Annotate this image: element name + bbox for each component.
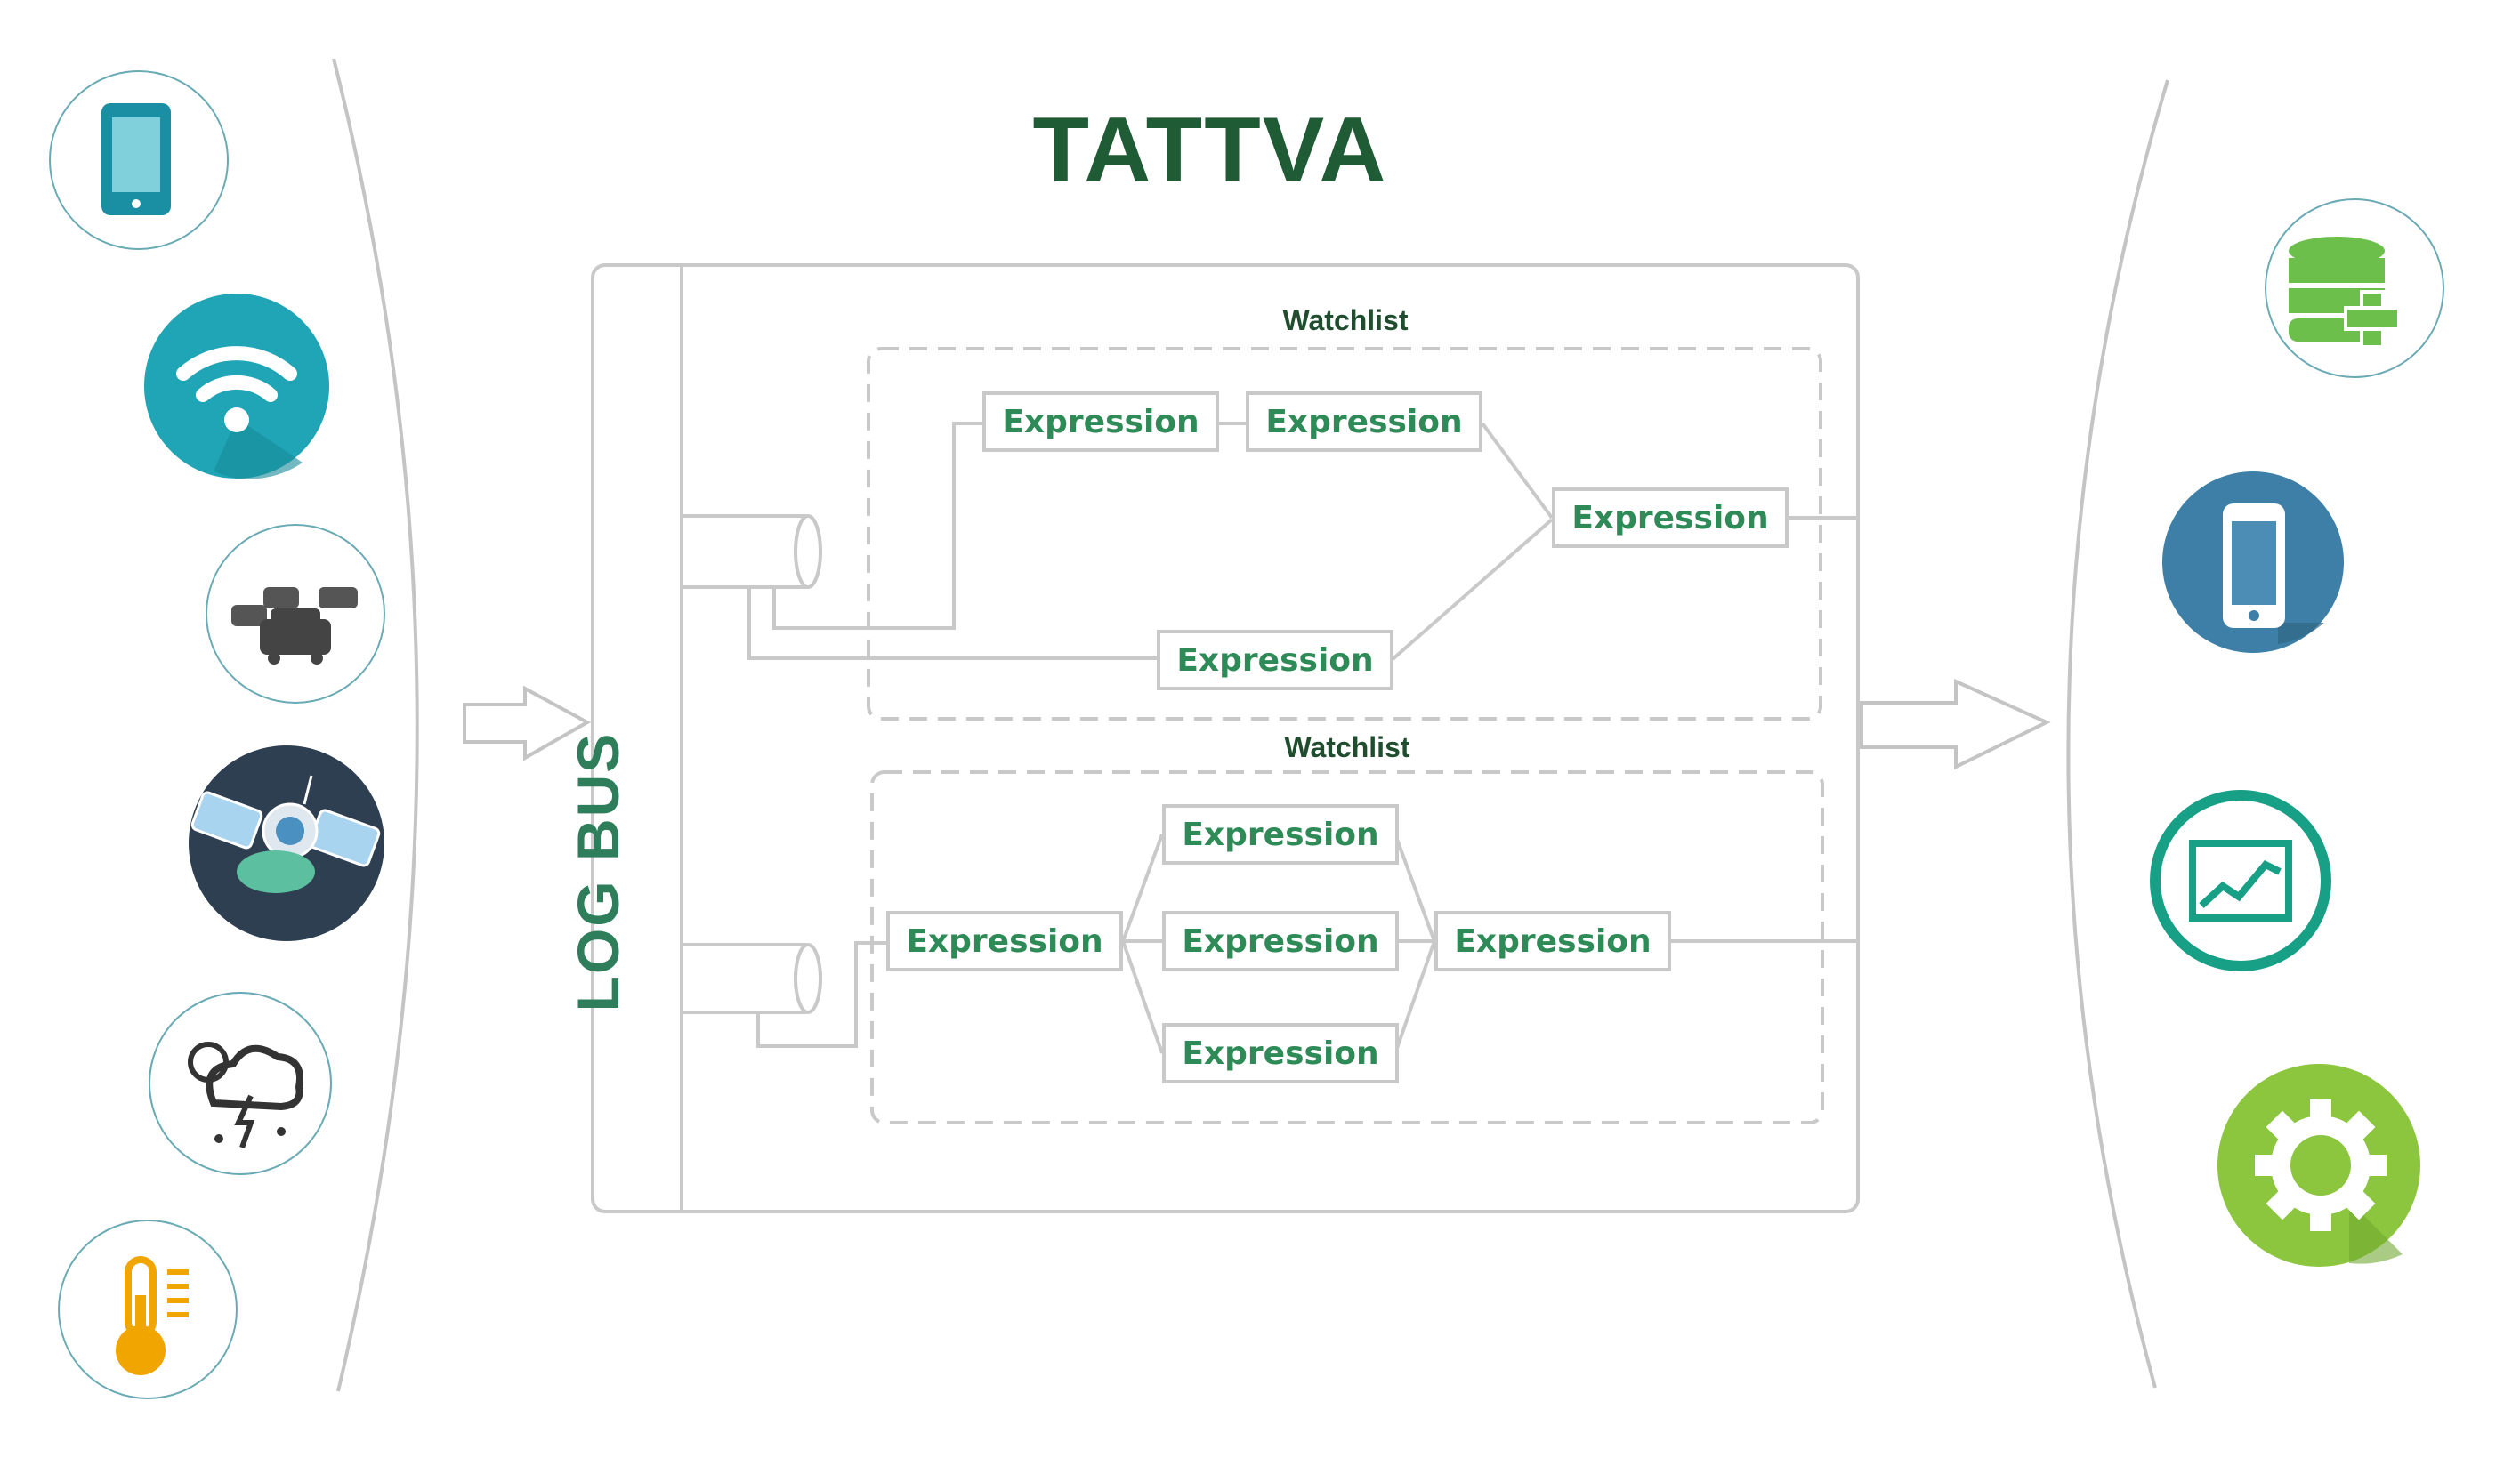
smartphone-icon [2162, 471, 2344, 653]
watchlist-1-expression-2[interactable]: Expression [1246, 391, 1482, 452]
watchlist-2-expression-5[interactable]: Expression [1434, 911, 1671, 971]
watchlist-2-label: Watchlist [1284, 731, 1410, 763]
left-boundary-curve [332, 58, 419, 1392]
right-boundary-curve [2066, 79, 2169, 1389]
analytics-chart-icon [2150, 790, 2331, 971]
database-add-icon [2265, 198, 2444, 378]
traffic-cars-icon [206, 524, 385, 704]
output-arrow [1860, 678, 2051, 770]
watchlist-2-connectors [756, 834, 1858, 1054]
watchlist-2-expression-4[interactable]: Expression [1162, 1023, 1399, 1083]
watchlist-1-expression-3[interactable]: Expression [1552, 487, 1789, 548]
weather-storm-icon [149, 992, 332, 1175]
pipe-1 [682, 514, 822, 589]
wifi-icon [144, 294, 329, 479]
watchlist-1-connectors [747, 422, 1858, 662]
log-bus-label: LOG BUS [565, 731, 631, 1012]
watchlist-2-expression-1[interactable]: Expression [886, 911, 1123, 971]
watchlist-1-expression-4[interactable]: Expression [1157, 630, 1393, 690]
watchlist-2-expression-3[interactable]: Expression [1162, 911, 1399, 971]
mobile-phone-icon [49, 70, 229, 250]
settings-gear-icon [2217, 1064, 2420, 1267]
watchlist-2-expression-2[interactable]: Expression [1162, 804, 1399, 865]
main-container [591, 263, 1860, 1213]
pipe-2 [682, 943, 822, 1014]
thermometer-icon [58, 1220, 238, 1399]
watchlist-1-label: Watchlist [1282, 304, 1409, 336]
satellite-icon [189, 745, 384, 941]
watchlist-1-box [867, 347, 1822, 721]
input-arrow [463, 685, 592, 761]
watchlist-2-box [870, 770, 1824, 1124]
page-title: TATTVA [1032, 99, 1388, 202]
watchlist-1-expression-1[interactable]: Expression [982, 391, 1219, 452]
